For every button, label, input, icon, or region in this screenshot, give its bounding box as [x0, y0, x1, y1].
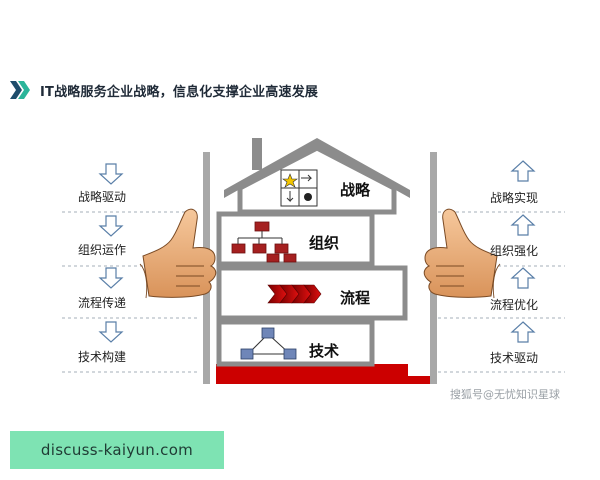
left-label-tech-build: 技术构建: [78, 350, 127, 364]
chimney: [252, 138, 262, 170]
up-arrow-icon: [510, 321, 536, 343]
down-arrow-icon: [98, 267, 124, 289]
banner-text: discuss-kaiyun.com: [40, 441, 194, 459]
network-icon: [240, 327, 297, 360]
strategy-icon: [280, 169, 318, 207]
floor-label-organization: 组织: [309, 234, 340, 252]
process-arrows-icon: [267, 284, 322, 304]
double-chevron-icon: [10, 81, 30, 99]
floor-label-strategy: 战略: [340, 181, 371, 199]
left-label-strategy-driven: 战略驱动: [78, 190, 127, 204]
org-chart-icon: [231, 221, 297, 263]
up-arrow-icon: [510, 160, 536, 182]
left-down-arrows: [98, 163, 124, 343]
section-header: IT战略服务企业战略，信息化支撑企业高速发展: [8, 76, 318, 104]
floor-label-technology: 技术: [309, 342, 340, 360]
up-arrow-icon: [510, 214, 536, 236]
right-thumbs-up-hand: [423, 208, 501, 299]
right-label-tech-driven: 技术驱动: [490, 351, 539, 365]
right-up-arrows: [510, 160, 536, 343]
left-thumbs-up-hand: [139, 208, 217, 299]
page-title: IT战略服务企业战略，信息化支撑企业高速发展: [40, 84, 319, 100]
floor-label-process: 流程: [340, 289, 371, 307]
right-label-strategy-realize: 战略实现: [490, 191, 539, 205]
up-arrow-icon: [510, 267, 536, 289]
left-label-org-operation: 组织运作: [78, 243, 127, 257]
right-label-org-strengthen: 组织强化: [490, 244, 539, 258]
down-arrow-icon: [98, 163, 124, 185]
down-arrow-icon: [98, 215, 124, 237]
site-banner: discuss-kaiyun.com: [10, 431, 224, 469]
down-arrow-icon: [98, 321, 124, 343]
watermark: 搜狐号@无忧知识星球: [450, 388, 560, 401]
left-label-process-transfer: 流程传递: [78, 296, 127, 310]
right-label-process-optimize: 流程优化: [490, 298, 539, 312]
